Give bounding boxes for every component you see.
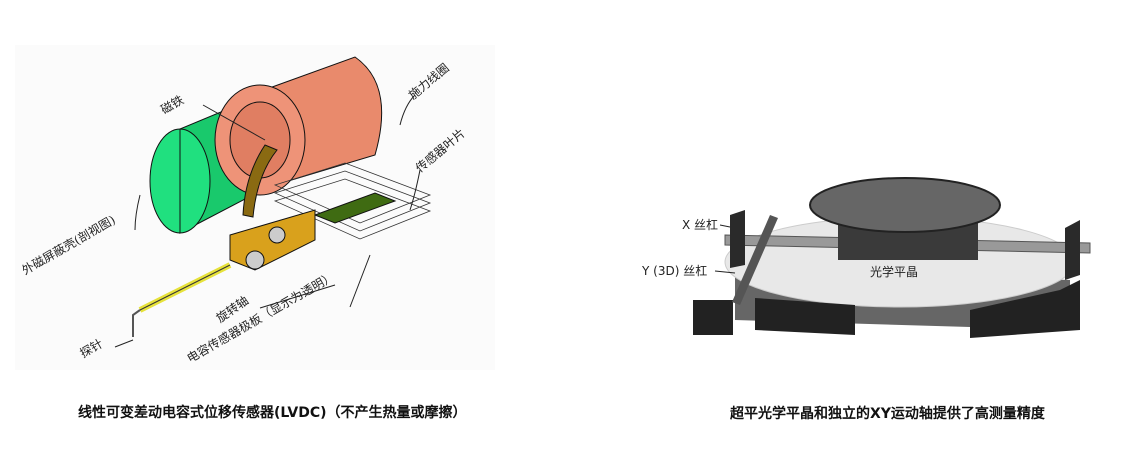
lvdc-diagram: 磁铁 施力线圈 传感器叶片 外磁屏蔽壳(剖视图) 旋转轴 电容传感器极板（显示为… — [15, 45, 495, 370]
coil-shape — [214, 56, 383, 196]
optical-flat-diagram: X 丝杠 Y (3D) 丝杠 光学平晶 — [630, 170, 1100, 340]
optical-flat-illustration: X 丝杠 Y (3D) 丝杠 光学平晶 — [641, 177, 1091, 338]
lvdc-illustration: 磁铁 施力线圈 传感器叶片 外磁屏蔽壳(剖视图) 旋转轴 电容传感器极板（显示为… — [15, 45, 495, 370]
label-y-screw: Y (3D) 丝杠 — [641, 263, 707, 278]
stage-disc — [809, 177, 1001, 233]
label-x-screw: X 丝杠 — [682, 217, 718, 232]
sensor-blade — [313, 192, 397, 224]
y-screw — [732, 215, 778, 305]
right-caption: 超平光学平晶和独立的XY运动轴提供了高测量精度 — [730, 406, 1045, 422]
left-caption: 线性可变差动电容式位移传感器(LVDC)（不产生热量或摩擦） — [78, 405, 467, 421]
label-optical-flat: 光学平晶 — [870, 264, 918, 279]
